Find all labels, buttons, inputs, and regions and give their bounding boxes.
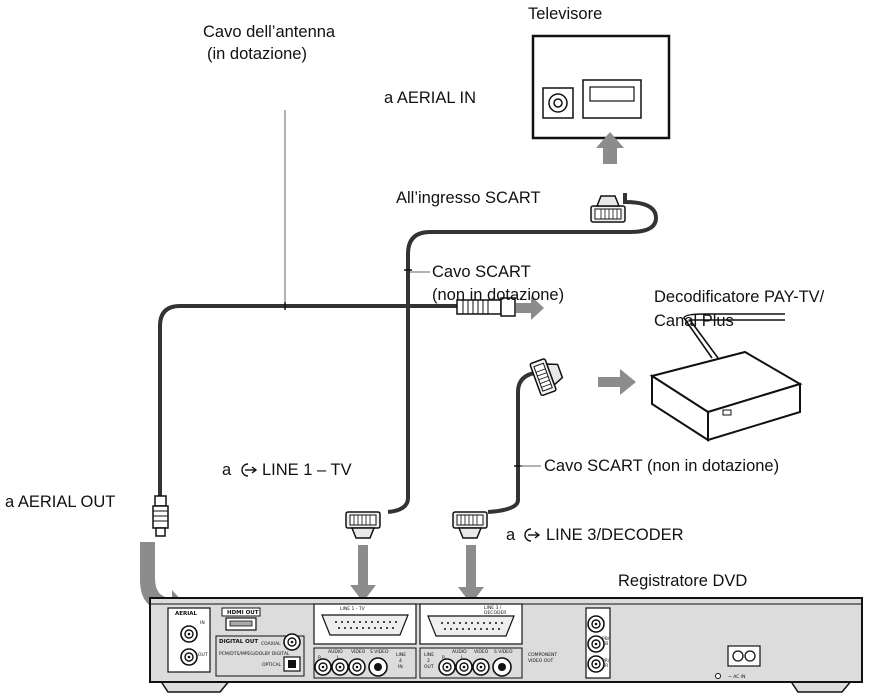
svg-text:L: L	[461, 655, 464, 661]
dvd-recorder: AERIAL IN OUT HDMI OUT DIGITAL OUT COAXI…	[149, 597, 863, 693]
svg-text:CB: CB	[602, 641, 608, 647]
aerial-out-label: a AERIAL OUT	[5, 493, 115, 511]
svg-text:DECODER: DECODER	[484, 610, 506, 616]
svg-text:S VIDEO: S VIDEO	[370, 649, 389, 655]
svg-text:LINE 1 – TV: LINE 1 – TV	[262, 461, 352, 479]
svg-text:LINE 3 /: LINE 3 /	[484, 605, 502, 611]
svg-text:OUT: OUT	[198, 652, 208, 658]
antenna-cable-sublabel: (in dotazione)	[207, 45, 307, 63]
recorder-label: Registratore DVD	[618, 572, 747, 590]
svg-text:VIDEO: VIDEO	[474, 649, 489, 655]
svg-text:IN: IN	[398, 664, 403, 670]
svg-text:OUT: OUT	[424, 664, 434, 670]
svg-text:LINE: LINE	[396, 652, 406, 658]
svg-text:HDMI OUT: HDMI OUT	[227, 610, 259, 616]
aerial-in-label: a AERIAL IN	[384, 89, 476, 107]
svg-text:DIGITAL OUT: DIGITAL OUT	[219, 639, 258, 645]
svg-text:LINE: LINE	[424, 652, 434, 658]
decoder-label-line1: Decodificatore PAY-TV/	[654, 288, 825, 306]
antenna-cable	[158, 304, 457, 496]
decoder-box	[649, 313, 803, 442]
scart-symbol-icon	[524, 528, 541, 542]
arrow-to-aerial-in	[516, 296, 544, 320]
svg-text:PB/: PB/	[602, 636, 610, 642]
scart-cable-2-label: Cavo SCART (non in dotazione)	[544, 457, 779, 475]
svg-text:~ AC IN: ~ AC IN	[728, 674, 745, 680]
arrow-to-decoder	[598, 369, 636, 395]
scart-input-label: All’ingresso SCART	[396, 189, 541, 207]
svg-text:PR/: PR/	[602, 658, 610, 664]
line3-label: a LINE 3/DECODER	[506, 526, 684, 544]
television	[531, 34, 671, 140]
svg-text:a: a	[506, 526, 516, 544]
svg-text:COAXIAL: COAXIAL	[261, 641, 281, 647]
svg-text:VIDEO OUT: VIDEO OUT	[528, 658, 554, 664]
tv-scart-socket	[582, 79, 642, 119]
aerial-in-jack	[542, 87, 574, 119]
decoder-label-line2: Canal Plus	[654, 312, 734, 330]
svg-text:LINE 3/DECODER: LINE 3/DECODER	[546, 526, 684, 544]
scart-plug-tv	[590, 195, 626, 223]
scart-plug-decoder	[529, 354, 567, 397]
svg-text:L: L	[337, 655, 340, 661]
antenna-plug	[456, 297, 516, 317]
scart-symbol-icon	[241, 463, 258, 477]
svg-text:IN: IN	[200, 620, 205, 626]
svg-text:2: 2	[427, 658, 430, 664]
scart-cable-decoder	[487, 370, 546, 514]
tv-label: Televisore	[528, 5, 602, 23]
svg-text:COMPONENT: COMPONENT	[528, 652, 557, 658]
svg-text:a: a	[222, 461, 232, 479]
svg-text:LINE 1 - TV: LINE 1 - TV	[340, 606, 366, 612]
line1-label: a LINE 1 – TV	[222, 461, 352, 479]
scart-plug-line1	[345, 511, 381, 539]
aerial-out-plug	[152, 495, 169, 537]
antenna-cable-label: Cavo dell’antenna	[203, 23, 336, 41]
arrow-to-line1	[350, 545, 376, 602]
svg-text:VIDEO: VIDEO	[351, 649, 366, 655]
svg-text:CR: CR	[602, 663, 608, 669]
svg-text:S VIDEO: S VIDEO	[494, 649, 513, 655]
arrow-to-tv-scart	[596, 132, 624, 164]
scart-plug-line3	[452, 511, 488, 539]
scart-cable-tv	[387, 193, 659, 514]
svg-text:R: R	[442, 655, 445, 661]
svg-text:AUDIO: AUDIO	[328, 649, 343, 655]
scart-cable-sublabel: (non in dotazione)	[432, 286, 564, 304]
svg-text:AUDIO: AUDIO	[452, 649, 467, 655]
svg-text:R: R	[318, 655, 321, 661]
svg-text:PCM/DTS/MPEG/DOLBY DIGITAL: PCM/DTS/MPEG/DOLBY DIGITAL	[219, 651, 290, 657]
arrow-to-line3	[458, 545, 484, 604]
scart-cable-label: Cavo SCART	[432, 263, 531, 281]
svg-text:AERIAL: AERIAL	[175, 611, 198, 617]
svg-text:4: 4	[399, 658, 402, 664]
svg-text:OPTICAL: OPTICAL	[262, 662, 282, 668]
